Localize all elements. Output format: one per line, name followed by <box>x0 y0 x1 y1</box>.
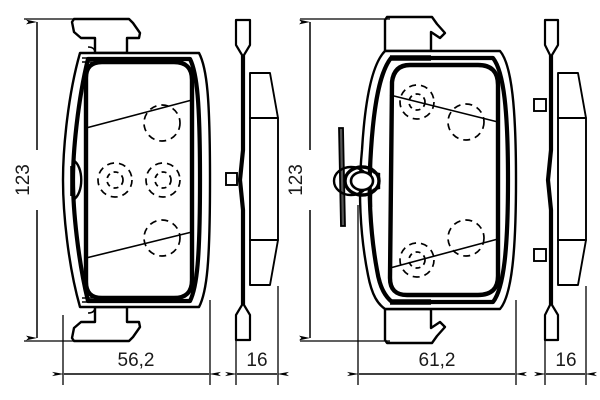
right-pad-side-backing-plate <box>543 18 560 342</box>
dimension-right-width: 61,2 <box>347 205 527 385</box>
right-pad-blind-hole-bottom-right <box>447 219 485 257</box>
right-pad-friction-block <box>387 62 501 298</box>
right-pad-blind-hole-bottom-left-outer <box>399 242 435 278</box>
dimension-right-thickness: 16 <box>534 286 597 385</box>
right-pad-blind-hole-top-left-outer <box>399 84 435 120</box>
left-pad-side-view <box>225 18 279 342</box>
left-pad-lower-lug <box>70 305 142 343</box>
dimension-left-width: 56,2 <box>52 300 221 385</box>
right-pad-blind-hole-top-left-inner <box>408 93 426 111</box>
right-pad-side-view <box>533 18 587 342</box>
left-pad-bottom-chamfer-line <box>85 231 193 259</box>
left-pad-blind-hole-mid-left-outer <box>97 162 133 198</box>
left-pad-side-friction-body <box>249 117 279 241</box>
dimension-left-thickness: 16 <box>225 286 289 385</box>
dimension-right-height: 123 <box>286 18 390 342</box>
right-pad-side-friction-body <box>557 117 587 241</box>
left-pad-lower-fillet <box>87 306 96 314</box>
left-pad-side-friction-bottom-chamfer <box>249 239 279 286</box>
left-pad-top-chamfer-line <box>85 99 193 129</box>
right-pad-blind-hole-top-right <box>447 103 485 141</box>
left-pad-edge-bump <box>72 158 83 202</box>
left-pad-blind-hole-mid-right-outer <box>145 162 181 198</box>
dim-right-width-label: 61,2 <box>419 350 456 371</box>
dim-left-thickness-label: 16 <box>246 350 267 371</box>
right-pad-side-tab-lower <box>533 248 547 262</box>
dim-left-width-label: 56,2 <box>118 350 155 371</box>
right-pad-blind-hole-bottom-left-inner <box>408 251 426 269</box>
wear-sensor-clip-outer <box>343 165 381 197</box>
right-pad-side-tab-upper <box>533 98 547 112</box>
dim-right-thickness-label: 16 <box>555 350 576 371</box>
dim-right-height-label: 123 <box>286 164 307 196</box>
left-pad-face-view <box>61 17 212 343</box>
left-pad-friction-block <box>83 59 195 301</box>
dimension-left-height: 123 <box>13 18 120 342</box>
left-pad-upper-fillet <box>87 46 96 54</box>
wear-sensor-clip-inner <box>349 170 375 192</box>
dim-left-height-label: 123 <box>13 164 34 196</box>
left-pad-blind-hole-mid-right-inner <box>154 171 172 189</box>
left-pad-blind-hole-mid-left-inner <box>106 171 124 189</box>
right-pad-bottom-chamfer-line <box>389 238 499 269</box>
left-pad-side-backing-plate <box>234 18 252 342</box>
left-pad-side-tab <box>225 172 238 186</box>
left-pad-blind-hole-bottom <box>143 219 181 257</box>
right-pad-top-chamfer-line <box>389 94 499 123</box>
right-pad-face-view <box>332 15 518 345</box>
left-pad-blind-hole-top <box>143 104 181 142</box>
right-pad-side-friction-bottom-chamfer <box>557 239 587 286</box>
left-pad-upper-lug <box>70 17 142 55</box>
